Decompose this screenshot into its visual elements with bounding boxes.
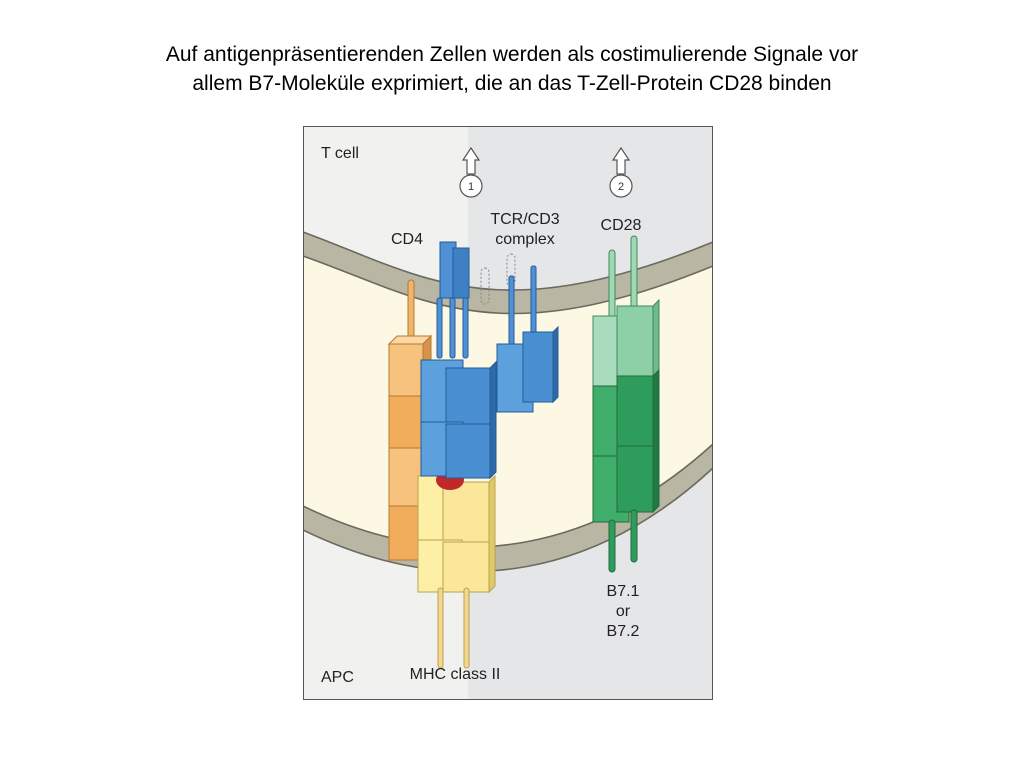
slide-title: Auf antigenpräsentierenden Zellen werden… xyxy=(40,40,984,98)
cd3-complex xyxy=(480,253,559,413)
signal-2-arrow-icon: 2 xyxy=(609,146,633,198)
figure-border xyxy=(303,126,713,700)
costimulation-figure: 1 2 xyxy=(303,126,713,700)
cd4-label: CD4 xyxy=(391,231,423,248)
b7-label-line-3: B7.2 xyxy=(607,623,640,640)
b7-label-line-2: or xyxy=(616,603,631,620)
slide-title-line-1: Auf antigenpräsentierenden Zellen werden… xyxy=(165,43,859,66)
cd28-molecule xyxy=(592,235,660,387)
costimulation-diagram: 1 2 xyxy=(303,126,713,700)
b7-label-line-1: B7.1 xyxy=(607,583,640,600)
tcr-label-line-2: complex xyxy=(495,231,555,248)
t-cell-label: T cell xyxy=(321,145,359,162)
cd28-label: CD28 xyxy=(601,217,642,234)
signal-1-arrow-icon: 1 xyxy=(459,146,483,198)
tcr-label-line-1: TCR/CD3 xyxy=(490,211,559,228)
apc-label: APC xyxy=(321,669,354,686)
b7-molecule xyxy=(592,368,660,573)
slide-title-line-2: allem B7-Moleküle exprimiert, die an das… xyxy=(192,72,832,95)
signal-2-number: 2 xyxy=(618,181,624,193)
signal-1-number: 1 xyxy=(468,181,474,193)
tcr-molecule xyxy=(420,241,497,480)
mhc-class-ii-label: MHC class II xyxy=(410,666,501,683)
